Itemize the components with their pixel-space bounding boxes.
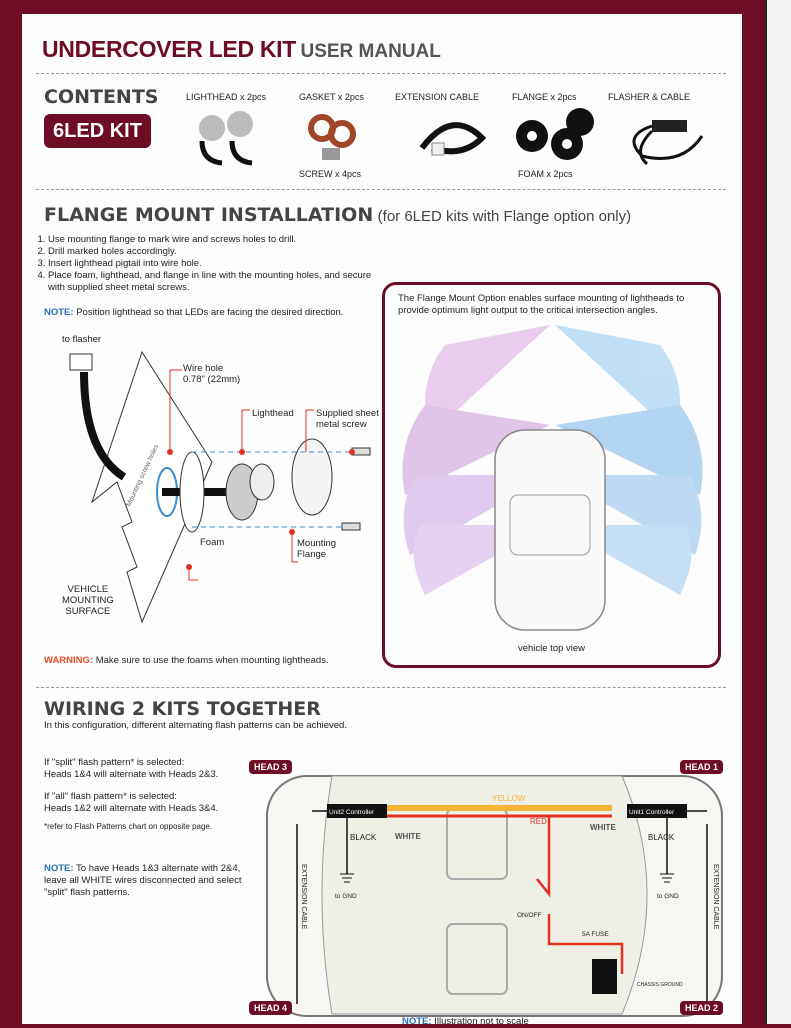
ext-cable-label: EXTENSION CABLE [712, 864, 719, 930]
label-line: MOUNTING [62, 595, 114, 606]
flange-exploded-diagram: Mounting screw holes [69, 350, 371, 624]
head-2-badge: HEAD 2 [680, 1001, 724, 1015]
label-line: SURFACE [65, 606, 111, 617]
warning-text: Make sure to use the foams when mounting… [95, 655, 329, 666]
label-line: Supplied sheet [316, 408, 379, 419]
gnd-label: to GND [657, 893, 679, 900]
manual-page: UNDERCOVER LED KIT USER MANUAL CONTENTS … [22, 14, 742, 1027]
ext-cable-label: EXTENSION CABLE [300, 864, 307, 930]
all-line1: If "all" flash pattern* is selected: [44, 791, 177, 802]
item-flange: FLANGE x 2pcs [512, 92, 577, 102]
item-lighthead: LIGHTHEAD x 2pcs [186, 92, 267, 102]
flange-photo [516, 108, 594, 160]
wiring-explanation: If "split" flash pattern* is selected: H… [44, 757, 244, 899]
box-caption: vehicle top view [517, 643, 586, 654]
item-gasket: GASKET x 2pcs [299, 92, 364, 102]
flasher-photo [632, 120, 704, 166]
section-qualifier: (for 6LED kits with Flange option only) [377, 208, 632, 225]
step: Place foam, lighthead, and flange in lin… [48, 270, 378, 294]
label-line: VEHICLE [67, 584, 109, 595]
unit2-label: Unit2 Controller [329, 809, 375, 816]
scan-edge [765, 0, 791, 1024]
install-steps: Use mounting flange to mark wire and scr… [32, 234, 378, 294]
yellow-label: YELLOW [492, 794, 526, 803]
flange-heading: FLANGE MOUNT INSTALLATION (for 6LED kits… [44, 204, 631, 226]
label-line: metal screw [316, 419, 367, 430]
split-line1: If "split" flash pattern* is selected: [44, 757, 185, 768]
refer-note: *refer to Flash Patterns chart on opposi… [44, 822, 213, 831]
lighthead-label: Lighthead [252, 408, 294, 419]
note-label: NOTE: [44, 863, 74, 874]
divider [36, 189, 726, 190]
divider [36, 73, 726, 74]
item-extension: EXTENSION CABLE [395, 92, 480, 102]
black-label: BLACK [648, 833, 675, 842]
flange-info-box: The Flange Mount Option enables surface … [382, 282, 721, 668]
foam-label: Foam [200, 537, 225, 548]
red-label: RED [530, 817, 547, 826]
black-label: BLACK [350, 833, 377, 842]
to-flasher-label: to flasher [62, 334, 102, 345]
contents-photos [199, 108, 704, 166]
head-3-badge: HEAD 3 [249, 760, 293, 774]
all-line2: Heads 1&2 will alternate with Heads 3&4. [44, 803, 219, 814]
title: UNDERCOVER LED KIT [42, 36, 297, 62]
kit-badge: 6LED KIT [44, 114, 151, 148]
unit1-controller [627, 804, 687, 818]
subtitle: USER MANUAL [300, 41, 441, 62]
step: Insert lighthead pigtail into wire hole. [48, 258, 378, 270]
vehicle-light-pattern [402, 325, 703, 631]
wiring-intro: In this configuration, different alterna… [44, 720, 347, 731]
item-flasher: FLASHER & CABLE [608, 92, 691, 102]
note-text: To have Heads 1&3 alternate with 2&4, le… [44, 863, 242, 898]
section-title: FLANGE MOUNT INSTALLATION [44, 204, 374, 226]
note-text: Illustration not to scale [434, 1016, 529, 1027]
head-1-badge: HEAD 1 [680, 760, 724, 774]
split-line2: Heads 1&4 will alternate with Heads 2&3. [44, 769, 219, 780]
scale-note: NOTE: Illustration not to scale [402, 1016, 529, 1028]
lighthead-photo [199, 111, 253, 166]
white-label: WHITE [395, 832, 421, 841]
white-label: WHITE [590, 823, 616, 832]
label-line: 0.78" (22mm) [183, 374, 241, 385]
fuse-label: 5A FUSE [582, 931, 609, 938]
flange-note: NOTE: Position lighthead so that LEDs ar… [44, 307, 343, 319]
label-line: Flange [297, 549, 327, 560]
item-screw: SCREW x 4pcs [299, 169, 362, 179]
battery [592, 959, 617, 994]
label-line: Mounting [297, 538, 337, 549]
contents-heading: CONTENTS [44, 86, 159, 108]
note-label: NOTE: [402, 1016, 432, 1027]
note-text: Position lighthead so that LEDs are faci… [76, 307, 344, 318]
wiring-diagram: Unit2 Controller Unit1 Controller YELLOW… [266, 775, 723, 1017]
note-label: NOTE: [44, 307, 74, 318]
onoff-label: ON/OFF [517, 912, 542, 919]
divider [36, 687, 726, 688]
extension-cable-photo [419, 122, 487, 156]
box-text: The Flange Mount Option enables surface … [398, 293, 685, 316]
wiring-heading: WIRING 2 KITS TOGETHER [44, 698, 321, 720]
warning-label: WARNING: [44, 655, 94, 666]
step: Drill marked holes accordingly. [48, 246, 378, 258]
label-line: Wire hole [183, 363, 224, 374]
step: Use mounting flange to mark wire and scr… [48, 234, 378, 246]
page-title: UNDERCOVER LED KIT USER MANUAL [42, 36, 441, 63]
chassis-label: CHASSIS GROUND [637, 982, 683, 988]
gnd-label: to GND [335, 893, 357, 900]
unit1-label: Unit1 Controller [629, 809, 675, 816]
warning: WARNING: Make sure to use the foams when… [44, 655, 329, 667]
unit2-controller [327, 804, 387, 818]
wiring-note: NOTE: To have Heads 1&3 alternate with 2… [44, 863, 244, 899]
head-4-badge: HEAD 4 [249, 1001, 293, 1015]
item-foam: FOAM x 2pcs [518, 169, 573, 179]
gasket-photo [308, 114, 356, 160]
